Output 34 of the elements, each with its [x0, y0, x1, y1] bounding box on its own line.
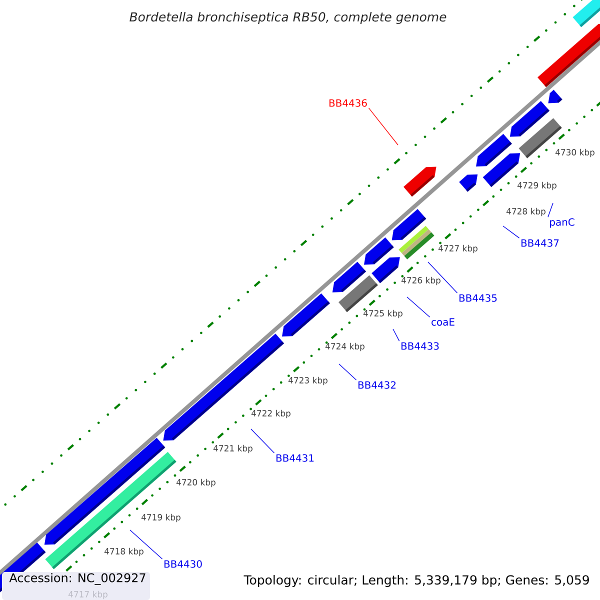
gene-label: BB4433: [401, 342, 439, 350]
tick-label: 4729 kbp: [517, 182, 556, 190]
leader-line: [130, 530, 163, 560]
gene-label: BB4437: [521, 239, 559, 247]
leader-line: [368, 108, 398, 146]
gene-label: BB4435: [459, 294, 497, 302]
tick-label: 4723 kbp: [288, 376, 328, 386]
gene-label: BB4436: [329, 99, 367, 107]
gene-label: panC: [550, 218, 574, 228]
gene-label: BB4432: [358, 381, 396, 389]
gene-label: coaE: [432, 318, 454, 326]
leader-line: [392, 328, 400, 342]
leader-line: [338, 364, 357, 380]
tick-label: 4728 kbp: [506, 208, 546, 216]
tick-label: 4726 kbp: [401, 276, 440, 286]
tick-label: 4721 kbp: [213, 444, 252, 454]
tick-label: 4720 kbp: [176, 478, 216, 488]
title: Bordetella bronchiseptica RB50, complete genome: [130, 12, 446, 24]
genome-info-text: Topology: circular; Length: 5,339,179 bp; Genes: 5,059: [244, 574, 589, 588]
leader-line: [428, 262, 458, 294]
tick-label: 4724 kbp: [325, 342, 364, 352]
leader-line: [548, 202, 554, 218]
tick-label: 4730 kbp: [555, 148, 594, 158]
gene-label: BB4431: [276, 454, 314, 462]
tick-label: 4725 kbp: [363, 310, 402, 318]
leader-line: [250, 428, 275, 454]
gene-label: BB4430: [164, 560, 202, 568]
tick-label: 4727 kbp: [438, 244, 478, 254]
tick-label: 4718 kbp: [104, 548, 144, 556]
accession-text: Accession: NC_002927: [9, 573, 146, 585]
leader-line: [406, 296, 430, 318]
tick-label: 4722 kbp: [251, 410, 290, 418]
leader-line: [502, 226, 520, 238]
tick-label: 4719 kbp: [141, 514, 180, 522]
